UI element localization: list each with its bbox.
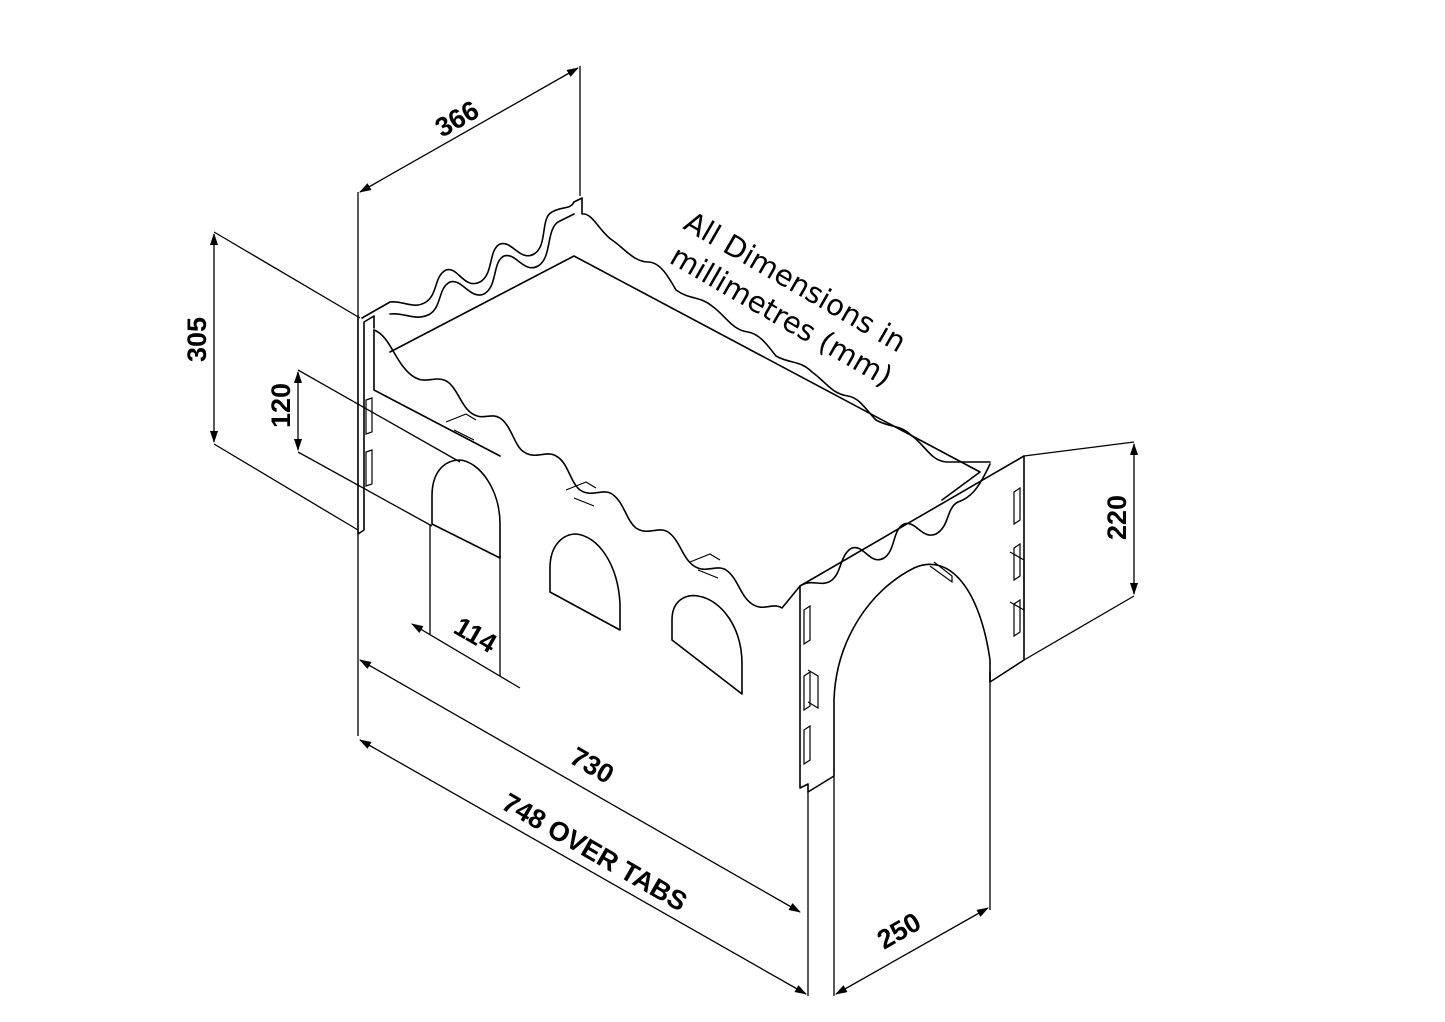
- right-end-arch: [833, 563, 991, 771]
- front-wall-top-edge: [373, 329, 991, 609]
- right-end-slots-back: [1013, 486, 1021, 638]
- label-220: 220: [1102, 495, 1132, 540]
- label-366: 366: [430, 95, 484, 144]
- back-wall-inner-edge: [389, 213, 575, 318]
- right-end-arch-inner: [929, 561, 953, 584]
- front-wall-left-edge: [373, 329, 501, 457]
- window-1: [431, 459, 501, 559]
- castle-bed-outline: [357, 197, 1025, 793]
- dimension-lines: [210, 66, 1138, 996]
- bed-base-top: [389, 255, 981, 501]
- window-2: [549, 533, 621, 631]
- label-114: 114: [449, 611, 502, 659]
- label-120: 120: [266, 383, 296, 428]
- window-3: [671, 594, 743, 695]
- back-wall-right-top: [573, 197, 991, 463]
- label-305: 305: [182, 317, 212, 362]
- back-wall-top-edge: [361, 201, 575, 319]
- units-note: All Dimensions in millimetres (mm): [665, 205, 913, 394]
- left-end-panel: [357, 315, 375, 535]
- label-748-over-tabs: 748 OVER TABS: [497, 787, 692, 917]
- left-end-slots: [365, 397, 373, 487]
- front-wall-tab-marks: [445, 413, 721, 579]
- right-end-slots-front: [803, 604, 811, 766]
- right-end-tabs: [807, 551, 1025, 710]
